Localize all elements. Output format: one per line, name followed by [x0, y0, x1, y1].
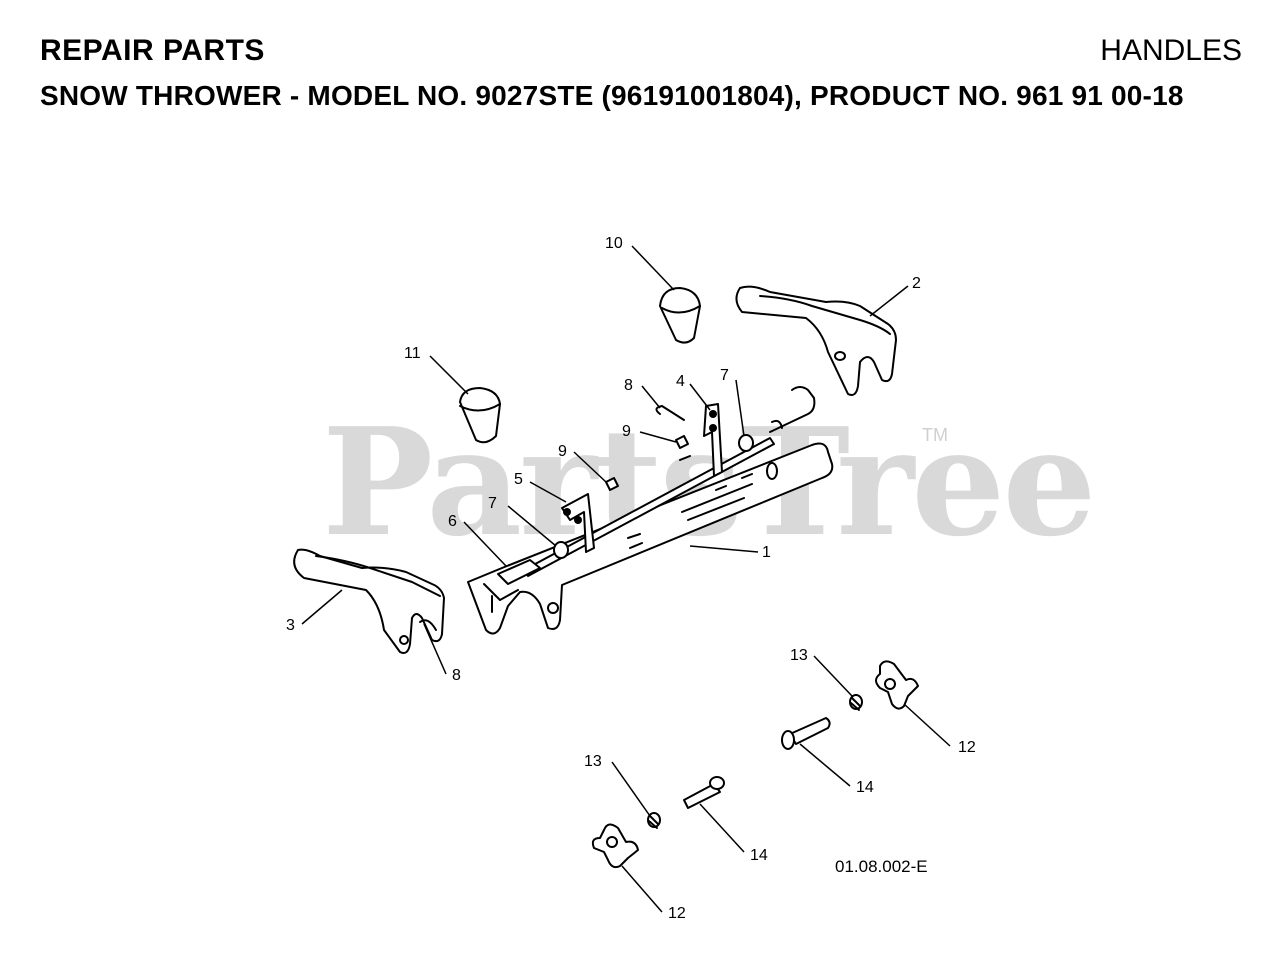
callout-12a: 12: [958, 739, 976, 756]
bracket-5-hole-a: [563, 508, 571, 516]
leader-14b: [699, 803, 745, 853]
bolt-14-upper-head: [781, 730, 795, 750]
leader-6: [463, 521, 507, 567]
hairpin-8a: [655, 405, 685, 421]
bracket-4-hole-a: [709, 410, 717, 418]
leader-7b: [507, 505, 557, 547]
leader-9a: [639, 431, 677, 443]
callout-14a: 14: [856, 779, 874, 796]
callout-4: 4: [676, 373, 685, 390]
subtitle-prefix: SNOW THROWER - MODEL NO.: [40, 80, 476, 111]
panel-hole-left: [547, 602, 559, 614]
model-number: 9027STE: [475, 80, 594, 111]
callout-14b: 14: [750, 847, 768, 864]
knob-10-rim: [661, 305, 701, 314]
leader-10: [631, 245, 675, 291]
panel-hole: [766, 462, 778, 480]
callout-7b: 7: [488, 495, 497, 512]
leader-12b: [621, 865, 663, 913]
knob-10: [659, 287, 701, 344]
callout-12b: 12: [668, 905, 686, 922]
leader-8a: [641, 385, 661, 409]
callout-2: 2: [912, 275, 921, 292]
leader-9b: [573, 451, 607, 483]
leader-4: [689, 383, 711, 411]
leader-2: [869, 285, 909, 317]
watermark-tm: TM: [922, 425, 948, 445]
panel-slots: [627, 455, 753, 549]
star-knob-lower-hub: [606, 836, 618, 848]
leader-7a: [735, 379, 745, 437]
bushing-7b: [553, 541, 569, 559]
leader-3: [301, 589, 343, 625]
handle-right-hole: [834, 351, 846, 361]
leader-13b: [611, 761, 651, 817]
callout-8a: 8: [624, 377, 633, 394]
callout-3: 3: [286, 617, 295, 634]
nut-9b: [605, 477, 619, 491]
star-knob-upper-hub: [884, 678, 896, 690]
rod-end-hook: [771, 419, 783, 429]
callout-11: 11: [404, 345, 421, 362]
callout-13a: 13: [790, 647, 808, 664]
rod-bent-end: [769, 386, 816, 433]
callout-9b: 9: [558, 443, 567, 460]
bolt-14-lower-head: [709, 776, 725, 790]
section-title: REPAIR PARTS: [40, 34, 265, 67]
leader-13a: [813, 655, 853, 697]
subtitle-suffix: (96191001804), PRODUCT NO. 961 91 00-18: [593, 80, 1184, 111]
figure-code: 01.08.002-E: [835, 857, 928, 876]
callout-9a: 9: [622, 423, 631, 440]
spring-6-coil: [483, 583, 519, 613]
nut-13-upper-thread: [850, 697, 861, 711]
hairpin-8b: [419, 619, 437, 631]
handle-right-ridge: [759, 295, 891, 335]
leader-11: [429, 355, 469, 395]
model-subtitle: SNOW THROWER - MODEL NO. 9027STE (961910…: [40, 80, 1184, 112]
bushing-7a: [738, 434, 754, 452]
bracket-5: [561, 493, 595, 553]
star-knob-upper: [875, 660, 919, 710]
callout-1: 1: [762, 544, 771, 561]
callout-13b: 13: [584, 753, 602, 770]
handle-left-ridge: [315, 555, 441, 597]
page-name: HANDLES: [1100, 34, 1242, 67]
nut-13-lower-thread: [648, 815, 659, 829]
bolt-14-lower: [683, 783, 721, 809]
bolt-14-upper: [789, 717, 831, 745]
knob-11: [459, 387, 501, 444]
handle-left-hole: [399, 635, 409, 645]
handle-right: [735, 285, 897, 396]
spring-6: [497, 559, 541, 585]
knob-11-rim: [459, 403, 501, 412]
leader-5: [529, 481, 567, 503]
panel-bracket: [467, 442, 834, 635]
callout-5: 5: [514, 471, 523, 488]
callout-6: 6: [448, 513, 457, 530]
callout-7a: 7: [720, 367, 729, 384]
leader-8b: [423, 623, 447, 675]
leader-12a: [903, 703, 951, 747]
bracket-5-hole-b: [574, 516, 582, 524]
bracket-4-hole-b: [709, 424, 717, 432]
callout-10: 10: [605, 235, 623, 252]
callout-8b: 8: [452, 667, 461, 684]
bracket-4: [703, 403, 723, 477]
handle-left: [293, 548, 445, 654]
nut-9a: [675, 435, 689, 449]
leader-14a: [799, 743, 851, 787]
leader-1: [689, 545, 759, 553]
